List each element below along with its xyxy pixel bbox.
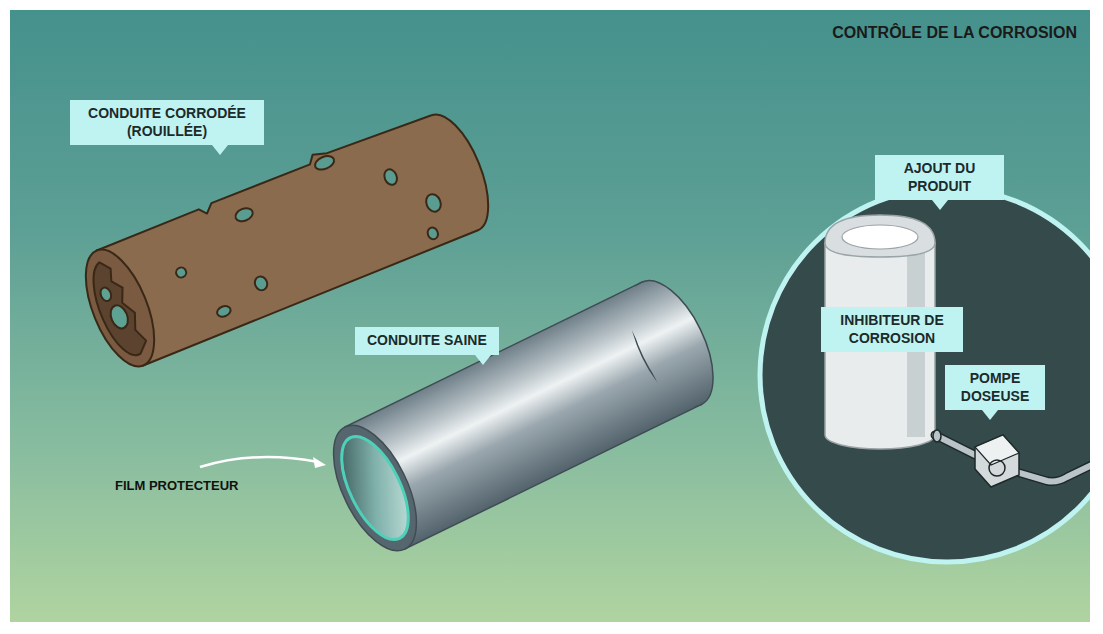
callout-box: CONDUITE SAINE xyxy=(355,327,499,355)
part-label: FILM PROTECTEUR xyxy=(115,478,239,494)
callout-box: AJOUT DU PRODUIT xyxy=(875,155,1004,200)
box-text: CONDUITE SAINE xyxy=(367,332,487,350)
box-text: INHIBITEUR DE CORROSION xyxy=(833,312,951,347)
callout-box: POMPE DOSEUSE xyxy=(945,365,1045,410)
box-text: POMPE DOSEUSE xyxy=(957,370,1033,405)
callout-box: INHIBITEUR DE CORROSION xyxy=(821,307,963,352)
background-panel: CONTRÔLE DE LA CORROSION CONDUITE CORRODÉ… xyxy=(10,10,1090,622)
box-text: CONDUITE CORRODÉE (ROUILLÉE) xyxy=(82,105,252,140)
callout-box: CONDUITE CORRODÉE (ROUILLÉE) xyxy=(70,100,264,145)
detail-circle: AJOUT DU PRODUITINHIBITEUR DE CORROSIONP… xyxy=(757,185,1090,565)
diagram-title: CONTRÔLE DE LA CORROSION xyxy=(832,23,1077,42)
